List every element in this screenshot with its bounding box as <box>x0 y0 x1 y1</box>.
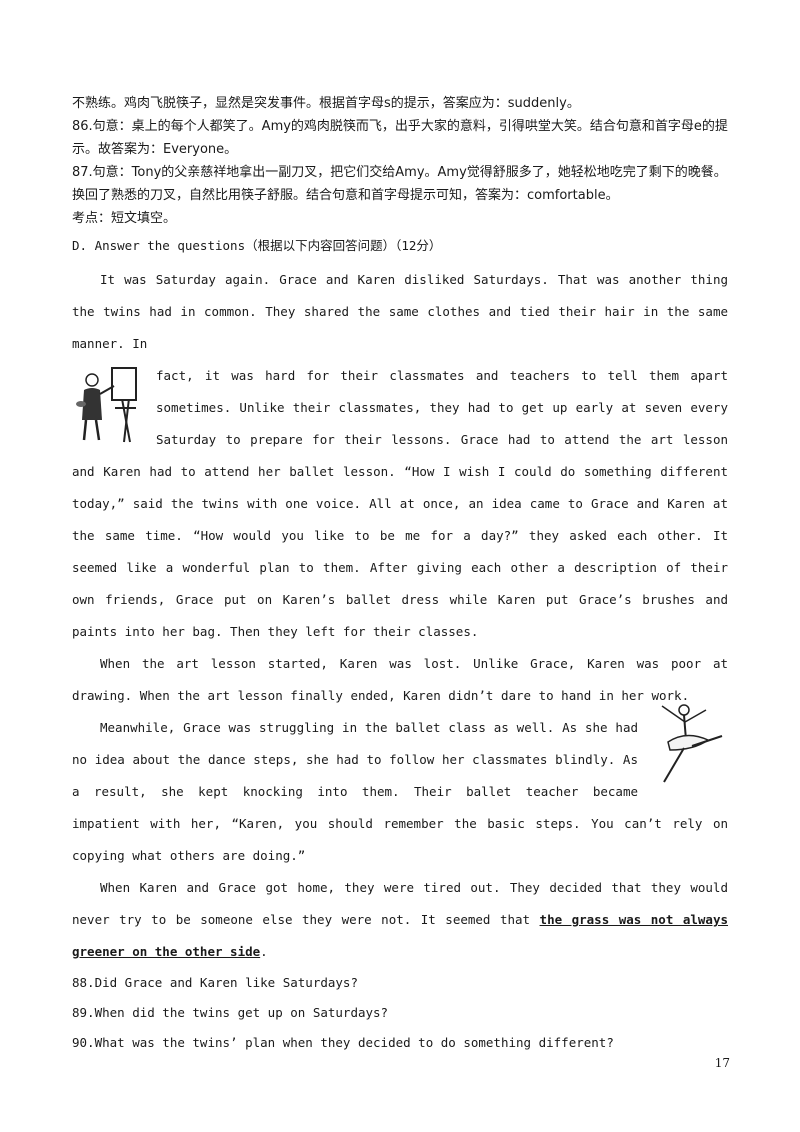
page-content: 不熟练。鸡肉飞脱筷子，显然是突发事件。根据首字母s的提示，答案应为：sudden… <box>72 92 728 1058</box>
passage-paragraph-1b: fact, it was hard for their classmates a… <box>72 368 728 639</box>
passage: It was Saturday again. Grace and Karen d… <box>72 264 728 968</box>
passage-paragraph-2: When the art lesson started, Karen was l… <box>72 656 728 703</box>
question-88: 88.Did Grace and Karen like Saturdays? <box>72 975 358 990</box>
section-d-heading: D. Answer the questions（根据以下内容回答问题）（12分） <box>72 238 442 253</box>
painter-illustration <box>72 364 142 444</box>
idiom-highlight: the grass was not always greener on the … <box>72 912 729 959</box>
ballerina-illustration <box>648 700 728 788</box>
passage-paragraph-4: When Karen and Grace got home, they were… <box>72 872 728 968</box>
question-89: 89.When did the twins get up on Saturday… <box>72 1005 389 1020</box>
kaodian-note: 考点：短文填空。 <box>72 211 177 226</box>
answer-86: 86.句意：桌上的每个人都笑了。Amy的鸡肉脱筷而飞，出乎大家的意料，引得哄堂大… <box>72 119 728 157</box>
page-number: 17 <box>714 1056 730 1070</box>
answer-line-suddenly: 不熟练。鸡肉飞脱筷子，显然是突发事件。根据首字母s的提示，答案应为：sudden… <box>72 96 580 111</box>
question-90: 90.What was the twins’ plan when they de… <box>72 1035 614 1050</box>
passage-paragraph-1a: It was Saturday again. Grace and Karen d… <box>72 272 728 351</box>
answer-87: 87.句意：Tony的父亲慈祥地拿出一副刀叉，把它们交给Amy。Amy觉得舒服多… <box>72 165 727 203</box>
paragraph-4-end: . <box>260 944 268 959</box>
passage-paragraph-3: Meanwhile, Grace was struggling in the b… <box>72 720 728 863</box>
paragraph-4-text: When Karen and Grace got home, they were… <box>72 880 728 927</box>
question-list: 88.Did Grace and Karen like Saturdays? 8… <box>72 968 728 1058</box>
